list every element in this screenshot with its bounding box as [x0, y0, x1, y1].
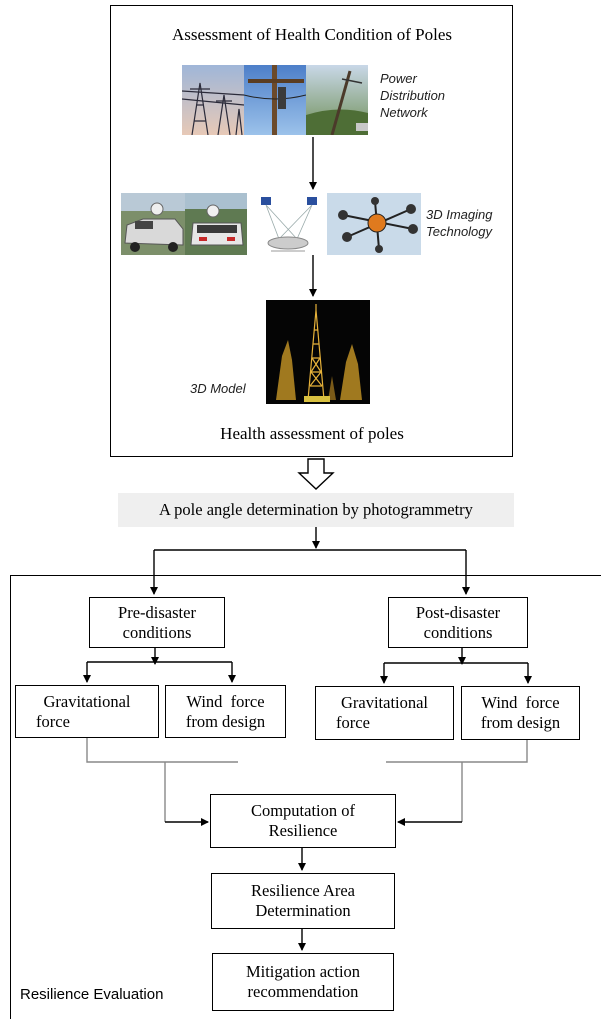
imaging-label-line-1: 3D Imaging	[426, 207, 493, 222]
pre-disaster-line-2: conditions	[122, 622, 192, 642]
power-label-line-2: Distribution	[380, 88, 446, 103]
computation-line-2: Resilience	[268, 821, 338, 840]
computation-line-1: Computation of	[250, 801, 356, 820]
assessment-title: Assessment of Health Condition of Poles	[171, 25, 452, 44]
photogrammetry-banner: A pole angle determination by photogramm…	[118, 493, 514, 527]
post-disaster-box: Post-disaster conditions	[388, 597, 528, 648]
hollow-down-arrow-icon	[297, 458, 335, 490]
power-label-line-3: Network	[380, 105, 428, 120]
pre-disaster-line-1: Pre-disaster	[118, 602, 196, 622]
post-disaster-line-1: Post-disaster	[415, 602, 501, 622]
3d-model-label: 3D Model	[190, 381, 246, 396]
photogrammetry-text: A pole angle determination by photogramm…	[159, 500, 473, 519]
gravitational-force-right-box: Gravitational force	[315, 686, 454, 740]
wind-left-line-1: Wind force	[186, 691, 265, 711]
imaging-technology-photo	[121, 193, 421, 255]
imaging-technology-label: 3D Imaging Technology	[426, 206, 492, 240]
mitigation-line-1: Mitigation action	[245, 962, 361, 981]
wind-right-line-2: from design	[480, 713, 561, 732]
power-distribution-photo	[182, 65, 368, 135]
wind-left-line-2: from design	[185, 711, 266, 731]
wind-right-line-1: Wind force	[481, 693, 560, 712]
health-assessment-caption: Health assessment of poles	[220, 424, 404, 443]
power-distribution-label: Power Distribution Network	[380, 70, 445, 121]
mitigation-line-2: recommendation	[247, 982, 359, 1001]
resilience-area-box: Resilience Area Determination	[211, 873, 395, 929]
mitigation-box: Mitigation action recommendation	[212, 953, 394, 1011]
gravitational-left-line-2: force	[36, 711, 70, 731]
resilience-evaluation-caption: Resilience Evaluation	[20, 986, 164, 1003]
post-disaster-line-2: conditions	[423, 622, 493, 642]
area-line-2: Determination	[255, 901, 351, 920]
area-line-1: Resilience Area	[251, 881, 355, 900]
power-label-line-1: Power	[380, 71, 417, 86]
gravitational-left-line-1: Gravitational	[43, 691, 131, 711]
wind-force-right-box: Wind force from design	[461, 686, 580, 740]
computation-box: Computation of Resilience	[210, 794, 396, 848]
gravitational-force-left-box: Gravitational force	[15, 685, 159, 738]
wind-force-left-box: Wind force from design	[165, 685, 286, 738]
imaging-label-line-2: Technology	[426, 224, 493, 239]
resilience-panel	[10, 575, 601, 1019]
3d-model-image	[266, 300, 370, 404]
pre-disaster-box: Pre-disaster conditions	[89, 597, 225, 648]
gravitational-right-line-2: force	[336, 713, 370, 732]
gravitational-right-line-1: Gravitational	[340, 693, 429, 712]
